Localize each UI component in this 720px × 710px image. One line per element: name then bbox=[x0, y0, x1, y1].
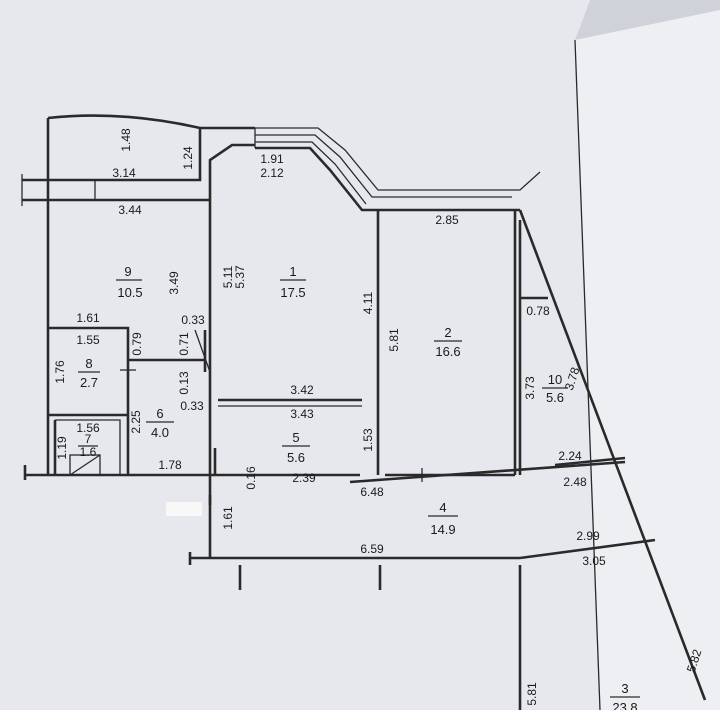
room-4-area: 14.9 bbox=[430, 522, 455, 537]
walls bbox=[21, 114, 707, 710]
room-9-number: 9 bbox=[124, 264, 131, 279]
room-10-number: 10 bbox=[548, 372, 562, 387]
dimension-label: 5.82 bbox=[684, 647, 705, 674]
dimension-label: 0.33 bbox=[181, 313, 205, 327]
dimension-label: 3.42 bbox=[290, 383, 314, 397]
room-1-number: 1 bbox=[289, 264, 296, 279]
dimension-label: 2.25 bbox=[129, 410, 143, 434]
dimension-label: 1.61 bbox=[221, 506, 235, 530]
dimension-label: 1.19 bbox=[55, 436, 69, 460]
dimension-label: 5.37 bbox=[233, 265, 247, 289]
room-6-number: 6 bbox=[156, 406, 163, 421]
dimension-label: 1.91 bbox=[260, 152, 284, 166]
room-7-number: 7 bbox=[85, 432, 92, 446]
paper-sheet-right bbox=[575, 10, 720, 710]
room-3-number: 3 bbox=[621, 681, 628, 696]
dimension-label: 3.05 bbox=[582, 554, 606, 568]
dimension-label: 1.55 bbox=[76, 333, 100, 347]
dimension-label: 2.99 bbox=[576, 529, 600, 543]
dimension-labels: 1.48 1.24 3.14 3.44 1.91 2.12 2.85 3.49 … bbox=[53, 128, 705, 706]
room-9-area: 10.5 bbox=[117, 285, 142, 300]
dimension-label: 3.14 bbox=[112, 166, 136, 180]
dimension-label: 0.71 bbox=[177, 332, 191, 356]
dimension-label: 2.24 bbox=[558, 449, 582, 463]
dimension-label: 3.49 bbox=[167, 271, 181, 295]
dimension-label: 1.24 bbox=[181, 146, 195, 170]
room-2-number: 2 bbox=[444, 325, 451, 340]
room-4-number: 4 bbox=[439, 500, 446, 515]
dimension-label: 2.48 bbox=[563, 475, 587, 489]
paper-fold bbox=[574, 39, 601, 710]
room-6-area: 4.0 bbox=[151, 425, 169, 440]
dimension-label: 0.16 bbox=[244, 466, 258, 490]
room-labels: 9 10.5 1 17.5 2 16.6 8 2.7 6 4.0 7 1.6 5… bbox=[78, 264, 640, 710]
dimension-label: 5.81 bbox=[525, 682, 539, 706]
room-5-area: 5.6 bbox=[287, 450, 305, 465]
dimension-label: 0.79 bbox=[130, 332, 144, 356]
white-patch bbox=[166, 502, 202, 516]
room-8-number: 8 bbox=[85, 356, 92, 371]
dimension-label: 0.78 bbox=[526, 304, 550, 318]
room-2-area: 16.6 bbox=[435, 344, 460, 359]
dimension-label: 6.59 bbox=[360, 542, 384, 556]
dimension-label: 4.11 bbox=[361, 291, 375, 314]
room-5-number: 5 bbox=[292, 430, 299, 445]
dimension-label: 2.85 bbox=[435, 213, 459, 227]
paper-sheet bbox=[0, 0, 600, 710]
dimension-label: 2.12 bbox=[260, 166, 284, 180]
room-7-area: 1.6 bbox=[80, 445, 97, 459]
dimension-label: 0.33 bbox=[180, 399, 204, 413]
dimension-label: 2.39 bbox=[292, 471, 316, 485]
dimension-label: 1.78 bbox=[158, 458, 182, 472]
dimension-label: 5.11 bbox=[221, 265, 235, 288]
dimension-label: 1.48 bbox=[119, 128, 133, 152]
dimension-label: 3.78 bbox=[562, 365, 583, 392]
dimension-label: 1.76 bbox=[53, 360, 67, 384]
dimension-label: 0.13 bbox=[177, 371, 191, 395]
room-3-area: 23.8 bbox=[612, 700, 637, 710]
dimension-label: 6.48 bbox=[360, 485, 384, 499]
dimension-label: 1.61 bbox=[76, 311, 100, 325]
dimension-label: 5.81 bbox=[387, 328, 401, 352]
dimension-label: 3.43 bbox=[290, 407, 314, 421]
dimension-label: 3.44 bbox=[118, 203, 142, 217]
room-8-area: 2.7 bbox=[80, 375, 98, 390]
dimension-label: 3.73 bbox=[523, 376, 537, 400]
room-1-area: 17.5 bbox=[280, 285, 305, 300]
dimension-label: 1.53 bbox=[361, 428, 375, 452]
room-10-area: 5.6 bbox=[546, 390, 564, 405]
dimension-label: 1.56 bbox=[76, 421, 100, 435]
